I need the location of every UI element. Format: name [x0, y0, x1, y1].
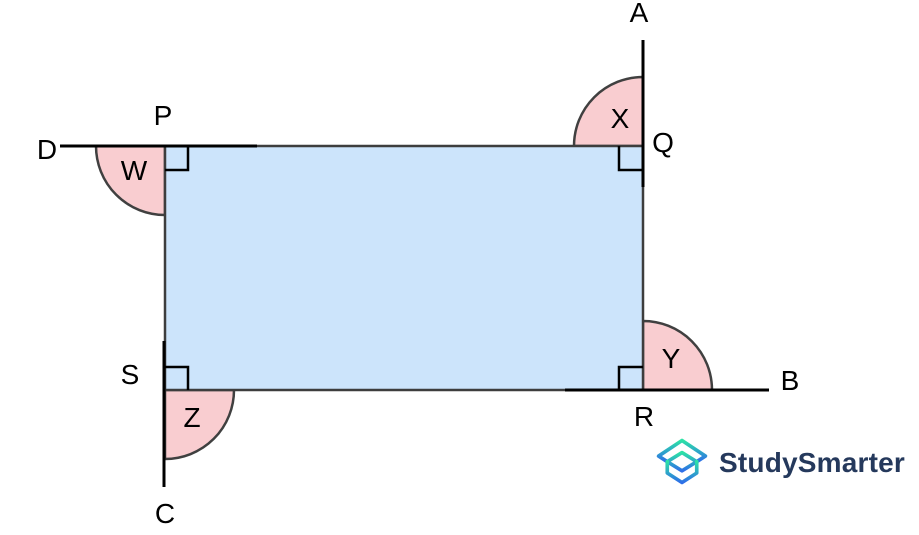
rectangle-pqrs — [163, 144, 645, 392]
studysmarter-logo-text: StudySmarter — [719, 447, 906, 478]
label-S: S — [120, 359, 140, 390]
label-Q: Q — [652, 127, 674, 158]
angle-sector-x — [572, 75, 645, 148]
angle-sector-y — [641, 319, 714, 392]
label-W: W — [120, 155, 148, 186]
label-B: B — [780, 365, 800, 396]
studysmarter-logo-icon — [656, 438, 708, 485]
angle-sector-z — [163, 388, 236, 461]
label-X: X — [610, 103, 630, 134]
label-Z: Z — [183, 402, 201, 433]
right-angle-marker-p — [165, 146, 190, 172]
label-C: C — [154, 498, 176, 529]
label-A: A — [629, 0, 649, 28]
right-angle-marker-q — [617, 146, 643, 172]
studysmarter-logo: StudySmarter — [656, 437, 905, 489]
right-angle-marker-s — [165, 365, 190, 390]
angle-sector-w — [94, 144, 167, 217]
label-P: P — [153, 100, 173, 131]
label-D: D — [36, 134, 58, 165]
label-R: R — [633, 401, 655, 432]
label-Y: Y — [661, 343, 681, 374]
right-angle-marker-r — [617, 365, 643, 390]
